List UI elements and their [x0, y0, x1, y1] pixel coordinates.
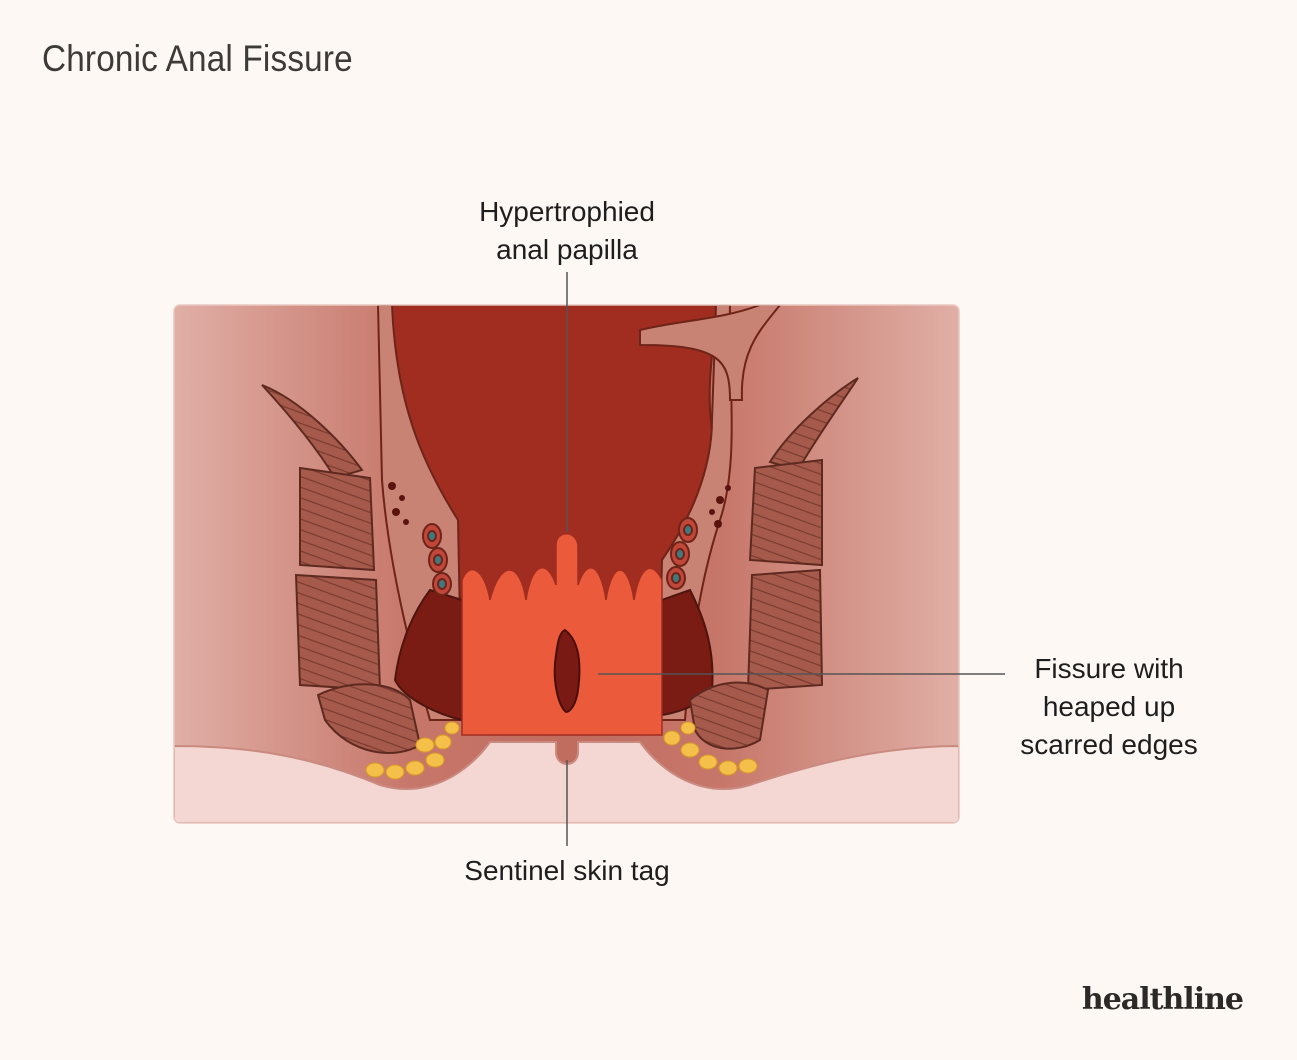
fat-tissue: [365, 721, 758, 780]
external-sphincter-right: [688, 377, 859, 750]
fissure: [553, 628, 581, 714]
external-sphincter-left: [261, 384, 422, 754]
vessels: [388, 482, 731, 528]
label-sentinel-skin-tag: Sentinel skin tag: [464, 855, 670, 886]
duct: [639, 305, 783, 401]
internal-sphincter-right: [661, 588, 714, 717]
brand-logo: healthline: [1081, 982, 1244, 1017]
internal-sphincter-left: [393, 588, 463, 722]
leader-lines: [566, 272, 1005, 846]
page-title: Chronic Anal Fissure: [42, 38, 353, 79]
anal-glands: [422, 517, 698, 596]
